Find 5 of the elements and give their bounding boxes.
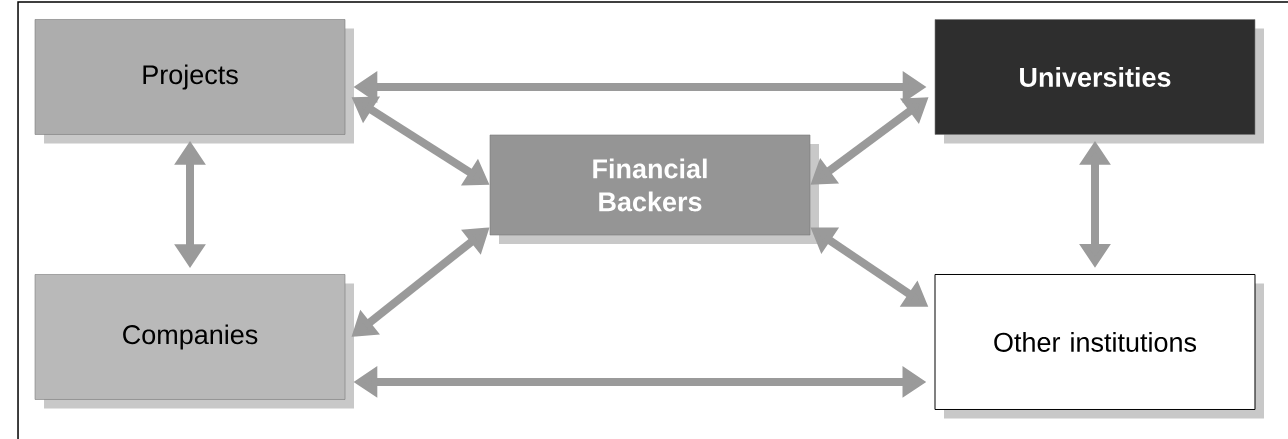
process-box: Other institutions [934, 274, 1264, 419]
process-box: Projects [34, 19, 354, 144]
process-box: Financial Backers [489, 134, 819, 244]
process-box: Companies [34, 274, 354, 409]
process-box: Universities [934, 19, 1264, 144]
